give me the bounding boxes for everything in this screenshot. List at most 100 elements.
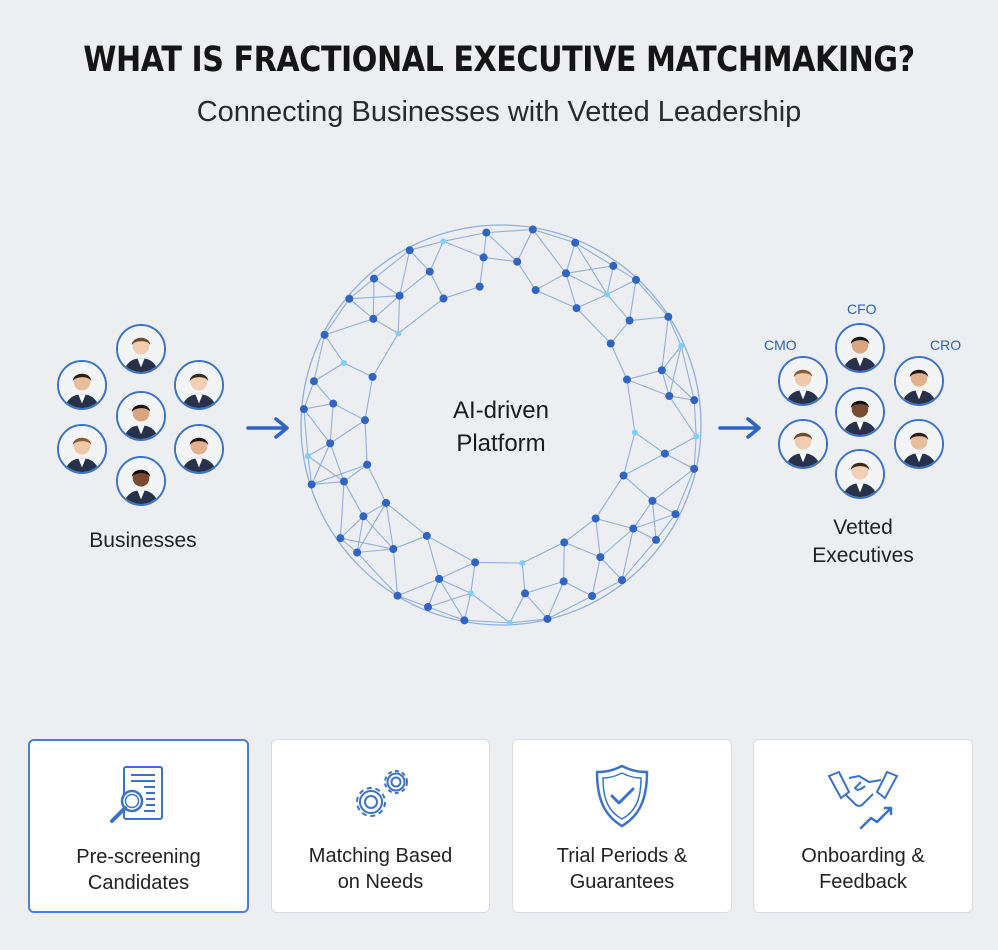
network-link [373, 318, 399, 334]
network-node [320, 330, 329, 339]
network-link [635, 279, 669, 318]
network-node [664, 312, 673, 321]
network-node [393, 591, 402, 600]
network-link [532, 228, 576, 244]
network-link [332, 403, 366, 421]
network-node [678, 343, 685, 350]
network-link [535, 272, 567, 291]
network-link [357, 548, 394, 554]
network-link [606, 279, 637, 295]
network-link [443, 240, 484, 258]
network-link [661, 316, 669, 371]
card-text: Onboarding &Feedback [801, 845, 925, 893]
network-link [313, 380, 334, 404]
network-link [373, 249, 411, 280]
network-link [485, 232, 518, 263]
network-link [516, 229, 534, 262]
network-link [348, 278, 375, 300]
network-link [509, 593, 526, 624]
network-node [513, 257, 522, 266]
network-node [467, 590, 474, 597]
network-node [307, 480, 316, 489]
network-link [574, 242, 614, 267]
network-node [389, 545, 398, 554]
network-link [470, 592, 511, 624]
card-onboarding[interactable]: Onboarding &Feedback [753, 739, 973, 913]
executive-avatar [778, 419, 828, 469]
arrow-right-icon [246, 417, 289, 439]
executives-label: Vetted Executives [783, 514, 943, 570]
network-link [546, 581, 565, 620]
executives-label-line2: Executives [812, 544, 914, 567]
network-link [393, 535, 428, 550]
network-link [426, 535, 476, 563]
network-link [565, 272, 608, 295]
network-link [632, 500, 653, 529]
network-link [693, 436, 697, 469]
network-node [623, 375, 632, 384]
network-link [675, 468, 695, 515]
network-node [588, 592, 597, 601]
network-link [591, 579, 623, 597]
network-node [422, 531, 431, 540]
network-node [572, 304, 581, 313]
network-link [324, 298, 350, 336]
business-avatar [174, 360, 224, 410]
platform-label-line1: AI-driven [452, 397, 550, 424]
network-link [311, 443, 331, 485]
arrow-right-icon [718, 417, 761, 439]
network-node [690, 464, 699, 473]
network-link [363, 502, 387, 517]
platform-label-line2: Platform [456, 430, 546, 457]
network-link [385, 502, 428, 537]
network-link [329, 443, 345, 482]
network-link [392, 548, 399, 596]
network-link [373, 278, 400, 297]
network-node [395, 291, 404, 300]
network-node [571, 238, 580, 247]
network-node [353, 548, 362, 557]
network-link [623, 453, 666, 477]
network-node [519, 560, 526, 567]
network-link [591, 557, 601, 597]
network-link [547, 595, 593, 620]
business-avatar [116, 391, 166, 441]
network-link [427, 606, 465, 621]
card-trial-periods[interactable]: Trial Periods &Guarantees [512, 739, 732, 913]
network-node [299, 405, 308, 414]
executive-avatar [835, 323, 885, 373]
network-link [483, 232, 487, 258]
network-link [595, 517, 634, 530]
network-link [329, 403, 334, 444]
network-node [326, 439, 335, 448]
network-node [363, 460, 372, 469]
network-link [438, 561, 476, 580]
network-link [364, 420, 368, 465]
page-subtitle: Connecting Businesses with Vetted Leader… [196, 96, 802, 128]
network-link [623, 475, 653, 502]
network-link [303, 409, 309, 457]
network-node [304, 452, 311, 459]
network-link [563, 518, 596, 543]
network-node [395, 330, 402, 337]
network-node [596, 553, 605, 562]
network-link [655, 513, 676, 541]
network-link [565, 265, 614, 274]
gears-icon [355, 770, 408, 817]
network-node [368, 372, 377, 381]
network-link [340, 537, 394, 550]
business-avatar [57, 424, 107, 474]
network-node [382, 498, 391, 507]
network-link [363, 515, 394, 550]
network-link [356, 516, 364, 553]
network-link [372, 278, 375, 319]
card-text: Trial Periods &Guarantees [556, 845, 688, 893]
platform-label: AI-driven Platform [401, 394, 601, 460]
network-node [652, 535, 661, 544]
network-link [532, 229, 567, 274]
network-link [307, 455, 313, 485]
network-link [307, 455, 345, 482]
network-link [303, 381, 315, 410]
